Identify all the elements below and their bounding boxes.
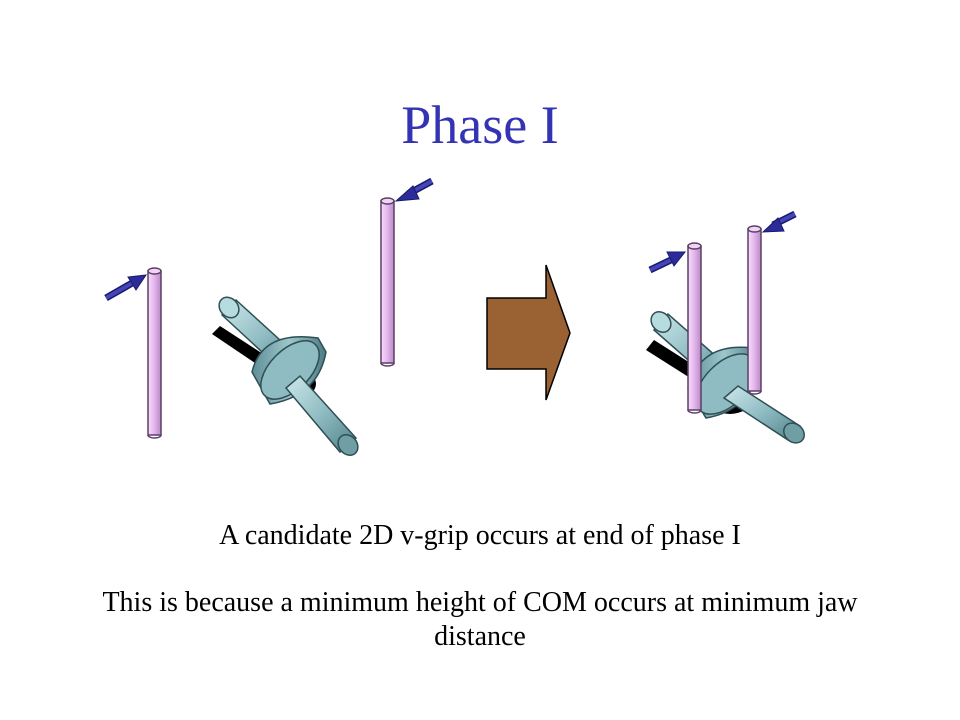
push-arrow-icon <box>394 177 434 202</box>
push-arrow-icon <box>761 210 797 233</box>
grasped-part-icon <box>646 311 805 444</box>
push-arrow-icon <box>104 274 148 302</box>
grasped-part-icon <box>212 296 359 456</box>
caption-line-2: This is because a minimum height of COM … <box>102 587 858 652</box>
finger-rod-icon <box>747 225 762 395</box>
finger-rod-icon <box>687 242 702 414</box>
slide-title: Phase I <box>401 95 559 155</box>
finger-rod-icon <box>147 267 162 439</box>
caption-line-1: A candidate 2D v-grip occurs at end of p… <box>219 520 741 551</box>
transition-arrow-icon <box>486 264 571 401</box>
push-arrow-icon <box>648 251 687 274</box>
finger-rod-icon <box>380 197 395 367</box>
